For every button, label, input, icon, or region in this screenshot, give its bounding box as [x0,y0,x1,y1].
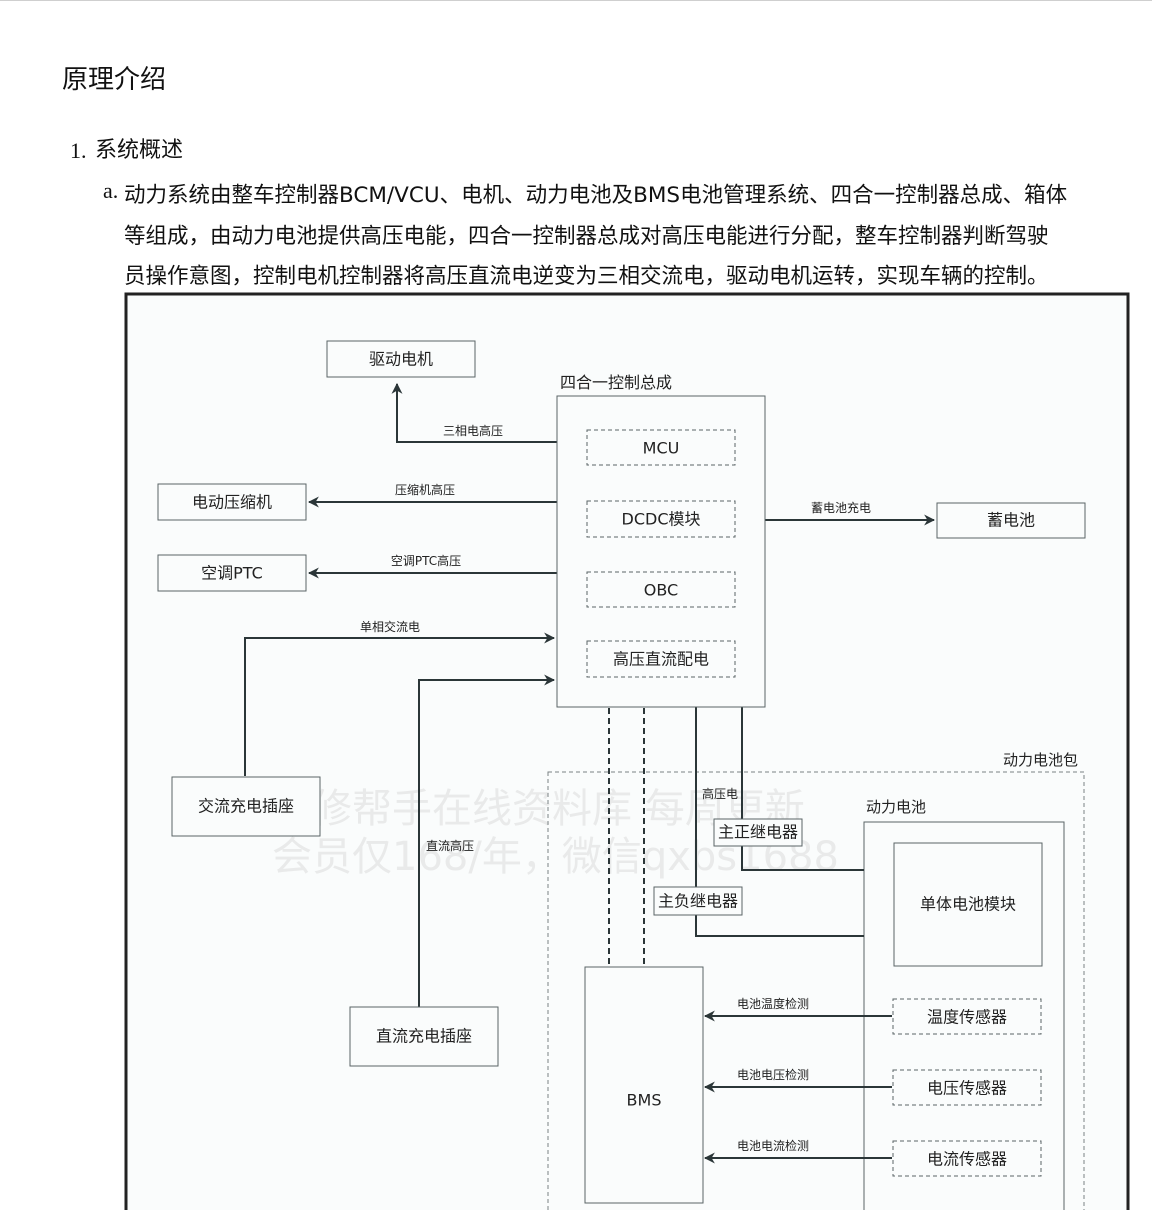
obc-box [586,571,736,608]
power-battery-container [863,821,1065,1214]
connection-labels: 三相电高压 压缩机高压 空调PTC高压 单相交流电 直流高压 蓄电池充电 高压电… [360,423,871,1153]
paragraph-line-3: 员操作意图，控制电机控制器将高压直流电逆变为三相交流电，驱动电机运转，实现车辆的… [124,264,1049,289]
label-ptc-hv: 空调PTC高压 [391,553,461,568]
ac-charge-socket-box [171,776,321,837]
line-single-phase-ac [244,632,556,776]
overview-paragraph: 动力系统由整车控制器BCM/VCU、电机、动力电池及BMS电池管理系统、四合一控… [124,176,1152,298]
line-main-positive [741,707,864,871]
line-main-negative [695,707,864,937]
connection-lines [244,382,936,1164]
battery-pack-container [547,771,1085,1214]
bms-box [584,966,704,1204]
drive-motor-label: 驱动电机 [369,350,433,369]
label-temp-detect: 电池温度检测 [737,996,809,1011]
power-battery-title: 动力电池 [866,798,926,816]
dcdc-label: DCDC模块 [622,510,701,529]
dashed-blocks [586,429,1042,1177]
main-positive-relay-box [713,818,803,847]
label-compressor-hv: 压缩机高压 [395,482,455,497]
sub-item-marker: a. [103,178,119,203]
aux-battery-box [936,502,1086,539]
paragraph-line-2: 等组成，由动力电池提供高压电能，四合一控制器总成对高压电能进行分配，整车控制器判… [124,223,1049,249]
dc-charge-socket-label: 直流充电插座 [376,1027,472,1046]
four-in-one-title: 四合一控制总成 [560,373,672,392]
line-three-phase [391,382,557,443]
bms-comm-lines [608,708,645,967]
label-hv: 高压电 [702,786,738,801]
label-three-phase: 三相电高压 [443,423,503,438]
ac-ptc-label: 空调PTC [201,564,263,583]
e-compressor-box [157,483,307,521]
main-positive-relay-label: 主正继电器 [718,823,798,842]
mcu-label: MCU [643,439,680,458]
curr-sensor-label: 电流传感器 [927,1150,1007,1169]
volt-sensor-box [892,1069,1042,1106]
obc-label: OBC [644,581,678,600]
main-negative-relay-box [653,886,743,916]
dc-charge-socket-box [349,1006,499,1067]
label-volt-detect: 电池电压检测 [737,1067,809,1082]
e-compressor-label: 电动压缩机 [192,493,272,512]
cell-module-label: 单体电池模块 [920,895,1016,914]
paragraph-line-1: 动力系统由整车控制器BCM/VCU、电机、动力电池及BMS电池管理系统、四合一控… [124,183,1068,208]
label-single-phase-ac: 单相交流电 [360,619,420,634]
line-dc-hv [418,674,556,1007]
temp-sensor-box [892,998,1042,1035]
list-title: 系统概述 [95,138,184,163]
section-title: 原理介绍 [62,65,167,95]
ac-charge-socket-label: 交流充电插座 [198,797,294,816]
aux-battery-label: 蓄电池 [987,511,1035,530]
bms-label: BMS [627,1091,662,1110]
power-system-diagram: 汽修帮手在线资料库 每周更新 会员仅168/年，微信qxbs1688 动力电池包… [124,292,1132,1214]
label-curr-detect: 电池电流检测 [737,1138,809,1153]
drive-motor-box [326,340,476,378]
hv-dc-dist-label: 高压直流配电 [613,650,709,669]
top-divider [0,0,1152,1]
label-battery-charge: 蓄电池充电 [811,500,871,515]
main-negative-relay-label: 主负继电器 [658,892,738,911]
hv-dc-dist-box [586,640,736,678]
volt-sensor-label: 电压传感器 [927,1079,1007,1098]
mcu-box [586,429,736,466]
label-dc-hv: 直流高压 [426,838,474,853]
battery-pack-title: 动力电池包 [1003,751,1078,769]
temp-sensor-label: 温度传感器 [927,1008,1007,1027]
curr-sensor-box [892,1140,1042,1177]
dcdc-box [586,500,736,538]
cell-module-box [893,842,1043,967]
block-labels: 驱动电机 电动压缩机 空调PTC 交流充电插座 直流充电插座 蓄电池 MCU D… [192,350,1035,1169]
list-number: 1. [70,138,87,163]
ac-ptc-box [157,554,307,592]
